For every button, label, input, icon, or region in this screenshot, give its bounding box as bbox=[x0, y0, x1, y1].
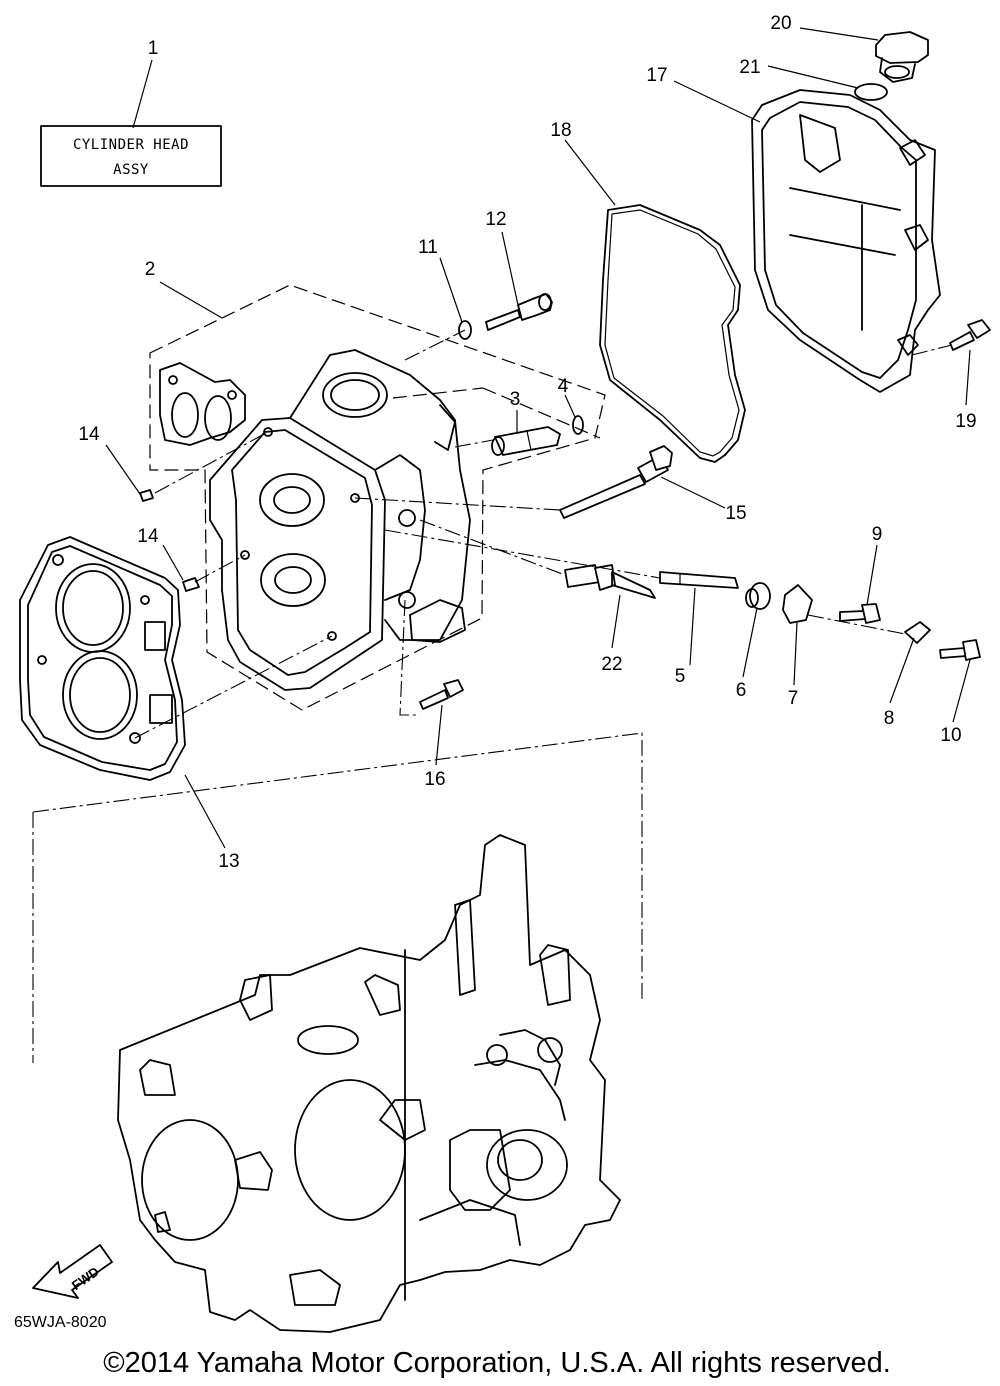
fwd-label: FWD bbox=[69, 1264, 102, 1293]
diagram-code: 65WJA-8020 bbox=[14, 1314, 107, 1331]
callout-9: 9 bbox=[872, 524, 883, 545]
callout-6: 6 bbox=[736, 680, 747, 701]
cover-gasket bbox=[599, 204, 746, 463]
plate bbox=[904, 621, 931, 644]
callout-14-lower: 14 bbox=[137, 526, 159, 547]
cylinder-block bbox=[32, 732, 643, 1333]
callout-8: 8 bbox=[884, 708, 895, 729]
bolt-15 bbox=[559, 445, 673, 519]
callout-7: 7 bbox=[788, 688, 799, 709]
dowel-pin-lower bbox=[182, 577, 200, 592]
callout-3: 3 bbox=[510, 389, 521, 410]
cylinder-head-assy-label: CYLINDER HEAD ASSY bbox=[40, 59, 222, 187]
spark-plug bbox=[564, 564, 656, 599]
bolt-12 bbox=[485, 293, 553, 331]
callout-20: 20 bbox=[770, 13, 791, 34]
callout-21: 21 bbox=[739, 57, 760, 78]
filler-cap-o-ring bbox=[854, 83, 888, 101]
callout-19: 19 bbox=[955, 411, 976, 432]
callout-2: 2 bbox=[145, 259, 156, 280]
callout-17: 17 bbox=[646, 65, 667, 86]
callout-5: 5 bbox=[675, 666, 686, 687]
fwd-arrow-icon: FWD bbox=[32, 1244, 113, 1299]
copyright-text: ©2014 Yamaha Motor Corporation, U.S.A. A… bbox=[103, 1347, 891, 1379]
callout-14-upper: 14 bbox=[78, 424, 100, 445]
leader-lines bbox=[105, 27, 971, 849]
clip bbox=[572, 415, 584, 435]
bolt-10 bbox=[939, 639, 981, 661]
label-box-line1: CYLINDER HEAD bbox=[73, 137, 189, 153]
callout-22: 22 bbox=[601, 654, 622, 675]
cylinder-head-cover bbox=[751, 89, 941, 393]
callout-1: 1 bbox=[148, 38, 159, 59]
bolt-9 bbox=[839, 603, 881, 624]
callout-13: 13 bbox=[218, 851, 239, 872]
filler-cap bbox=[875, 31, 929, 83]
callout-15: 15 bbox=[725, 503, 746, 524]
callout-18: 18 bbox=[550, 120, 571, 141]
sleeve bbox=[491, 426, 561, 456]
label-box-line2: ASSY bbox=[113, 162, 149, 178]
washer bbox=[458, 320, 472, 340]
callout-16: 16 bbox=[424, 769, 445, 790]
callout-11: 11 bbox=[418, 237, 438, 258]
shaft bbox=[659, 571, 739, 589]
bolt-19 bbox=[949, 319, 991, 351]
callout-numbers: 1 2 3 4 5 6 7 8 9 10 11 12 13 14 14 15 1… bbox=[78, 13, 976, 872]
callout-4: 4 bbox=[558, 376, 569, 397]
callout-10: 10 bbox=[940, 725, 961, 746]
grommet bbox=[745, 582, 771, 610]
callout-12: 12 bbox=[485, 209, 506, 230]
bolt-16 bbox=[419, 679, 464, 710]
dowel-pin-upper bbox=[139, 489, 154, 502]
cylinder-head-assembly bbox=[149, 284, 606, 711]
bracket bbox=[782, 584, 813, 624]
assembly-lines bbox=[134, 329, 953, 739]
head-gasket bbox=[19, 536, 186, 781]
